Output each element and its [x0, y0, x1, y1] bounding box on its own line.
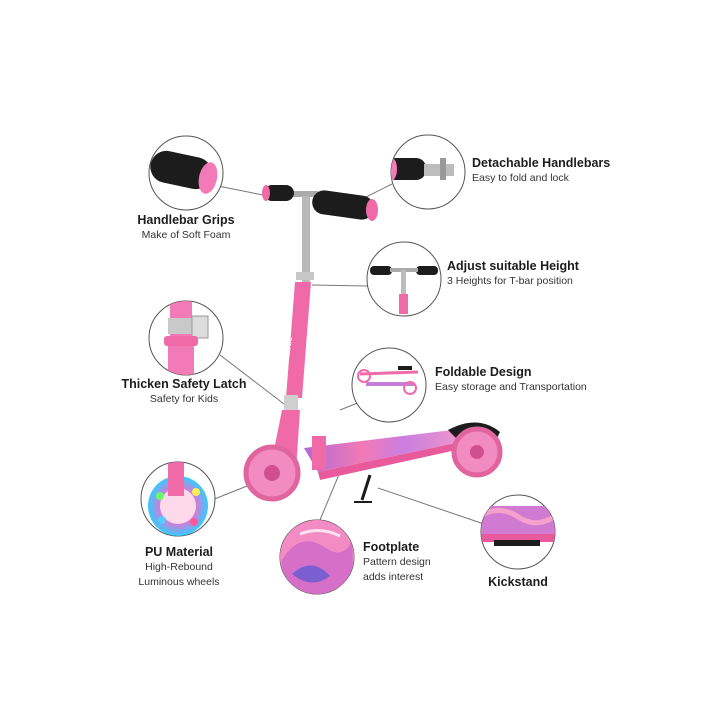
scooter-body: Hurtle: [243, 185, 503, 503]
feature-subtitle: Safety for Kids: [149, 393, 219, 405]
feature-pu-material: PU Material High-Rebound Luminous wheels: [118, 544, 240, 590]
safety-latch-icon: [148, 300, 224, 376]
feature-foldable-design: Foldable Design Easy storage and Transpo…: [435, 364, 587, 395]
feature-title: Footplate: [363, 540, 420, 554]
feature-kickstand: Kickstand: [478, 574, 558, 590]
footplate-pattern-icon: [279, 519, 355, 595]
feature-title: Detachable Handlebars: [472, 156, 611, 170]
feature-handlebar-grips: Handlebar Grips Make of Soft Foam: [118, 212, 254, 243]
feature-title: Handlebar Grips: [137, 213, 235, 227]
tbar-height-icon: [366, 241, 442, 317]
feature-subtitle-2: Luminous wheels: [138, 576, 220, 588]
feature-title: Thicken Safety Latch: [121, 377, 247, 391]
feature-title: Kickstand: [488, 575, 548, 589]
feature-subtitle: Make of Soft Foam: [141, 229, 231, 241]
feature-detachable-handlebars: Detachable Handlebars Easy to fold and l…: [472, 155, 610, 186]
feature-subtitle: Easy storage and Transportation: [435, 381, 587, 393]
handlebar-clamp-icon: [390, 134, 466, 210]
feature-title: PU Material: [144, 545, 214, 559]
feature-subtitle: 3 Heights for T-bar position: [447, 275, 573, 287]
feature-title: Adjust suitable Height: [447, 259, 579, 273]
brand-text: Hurtle: [282, 336, 294, 361]
feature-subtitle-2: adds interest: [363, 571, 424, 583]
folded-scooter-icon: [351, 347, 427, 423]
feature-adjust-height: Adjust suitable Height 3 Heights for T-b…: [447, 258, 579, 289]
feature-title: Foldable Design: [435, 365, 532, 379]
feature-subtitle: High-Rebound: [145, 561, 213, 573]
kickstand-icon: [480, 494, 556, 570]
feature-footplate: Footplate Pattern design adds interest: [363, 539, 431, 585]
feature-safety-latch: Thicken Safety Latch Safety for Kids: [106, 376, 262, 407]
feature-subtitle: Pattern design: [363, 556, 431, 568]
connector-lines: [211, 183, 485, 525]
luminous-wheel-icon: [140, 461, 216, 537]
grip-closeup-icon: [148, 135, 224, 211]
feature-subtitle: Easy to fold and lock: [472, 172, 569, 184]
